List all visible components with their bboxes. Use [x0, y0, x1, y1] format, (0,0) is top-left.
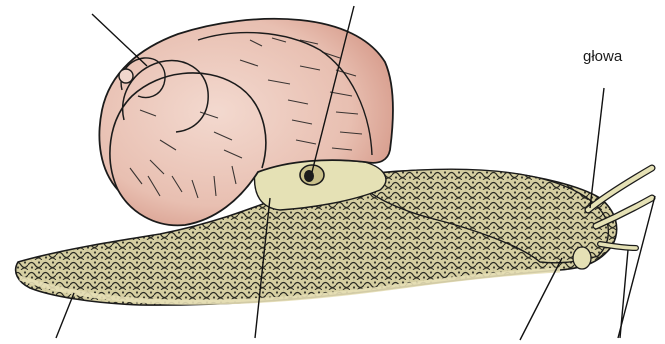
- mouth-lobe: [573, 247, 591, 269]
- leader-shell-apex: [92, 14, 147, 66]
- leader-tentacle-upper: [618, 196, 655, 338]
- leader-foot: [56, 293, 74, 338]
- label-head: głowa: [583, 48, 622, 65]
- leader-head: [590, 88, 604, 208]
- leader-tentacle-lower: [620, 250, 628, 338]
- shell-apex: [119, 69, 133, 83]
